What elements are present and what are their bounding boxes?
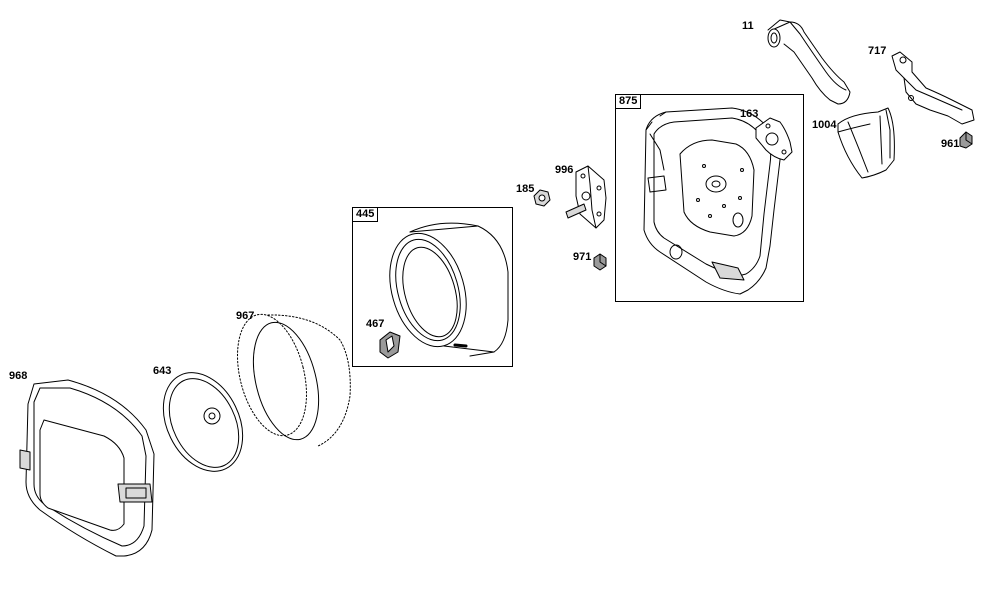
pre-cleaner-part-967 <box>237 313 351 447</box>
air-guide-part-1004 <box>837 107 895 179</box>
group-label-875[interactable]: 875 <box>615 94 642 109</box>
group-box-445 <box>352 207 513 367</box>
gasket-part-163 <box>755 117 793 161</box>
breather-tube-part-11 <box>767 19 851 105</box>
part-label-163[interactable]: 163 <box>740 108 759 120</box>
part-label-971[interactable]: 971 <box>573 251 592 263</box>
bracket-part-717 <box>891 51 975 125</box>
nut-part-185 <box>533 189 551 207</box>
part-label-643[interactable]: 643 <box>153 365 172 377</box>
part-label-467[interactable]: 467 <box>366 318 385 330</box>
part-label-961[interactable]: 961 <box>941 138 960 150</box>
bolt-part-971 <box>593 253 607 271</box>
filter-element-part-643 <box>162 372 244 472</box>
clip-part-467 <box>379 331 401 359</box>
back-plate-part-875 <box>643 107 781 295</box>
part-label-717[interactable]: 717 <box>868 45 887 57</box>
screw-part-961 <box>959 131 973 149</box>
part-label-11[interactable]: 11 <box>742 20 754 32</box>
part-label-996[interactable]: 996 <box>555 164 574 176</box>
group-box-875 <box>615 94 804 302</box>
housing-ring-part-445 <box>389 222 509 357</box>
part-label-185[interactable]: 185 <box>516 183 535 195</box>
part-label-968[interactable]: 968 <box>9 370 28 382</box>
cover-part-968 <box>19 379 155 557</box>
part-label-967[interactable]: 967 <box>236 310 255 322</box>
group-label-445[interactable]: 445 <box>352 207 379 222</box>
choke-bracket-part-996 <box>565 165 607 229</box>
part-label-1004[interactable]: 1004 <box>812 119 837 131</box>
